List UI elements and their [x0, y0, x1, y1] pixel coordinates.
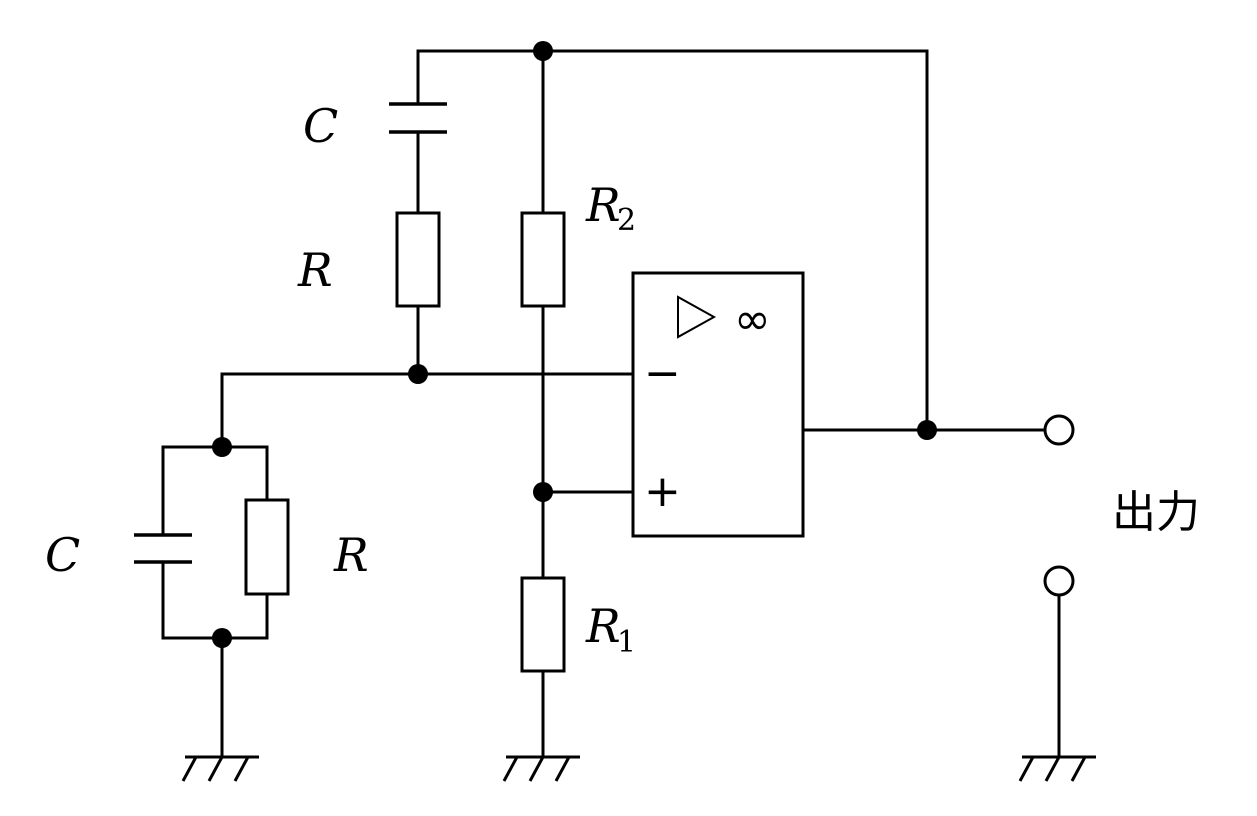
label-res-top: R	[297, 243, 333, 297]
opamp-body	[631, 271, 805, 538]
junction-parallel-top	[212, 437, 232, 457]
label-r2-subscript: 2	[617, 203, 636, 238]
label-cap-top: C	[303, 99, 338, 153]
opamp-triangle-icon	[677, 295, 717, 339]
label-r1-subscript: 1	[617, 625, 636, 660]
wire-inverting-input	[220, 372, 635, 449]
junction-noninverting	[533, 482, 553, 502]
label-output: 出力	[1112, 487, 1200, 538]
ground-icon-left	[181, 755, 259, 782]
junction-output	[917, 420, 937, 440]
label-cap-bottom: C	[45, 528, 80, 582]
opamp-minus-sign: −	[644, 348, 681, 399]
resistor-top-r	[395, 211, 441, 308]
junction-top	[533, 41, 553, 61]
resistor-r1	[520, 576, 566, 673]
resistor-bottom-r	[244, 498, 290, 596]
opamp-infinity-symbol: ∞	[734, 294, 771, 345]
wire-top-feedback	[416, 49, 929, 432]
resistor-r2	[520, 211, 566, 308]
label-res-bottom: R	[333, 528, 369, 582]
junction-parallel-bottom	[212, 628, 232, 648]
junction-inverting	[408, 364, 428, 384]
label-r1: R	[585, 599, 621, 653]
output-terminal-top	[1043, 414, 1075, 446]
output-terminal-bottom	[1043, 565, 1075, 597]
label-r2: R	[585, 178, 621, 232]
opamp-plus-sign: +	[644, 466, 681, 517]
ground-icon-right	[1018, 755, 1096, 782]
ground-icon-center	[502, 755, 580, 782]
